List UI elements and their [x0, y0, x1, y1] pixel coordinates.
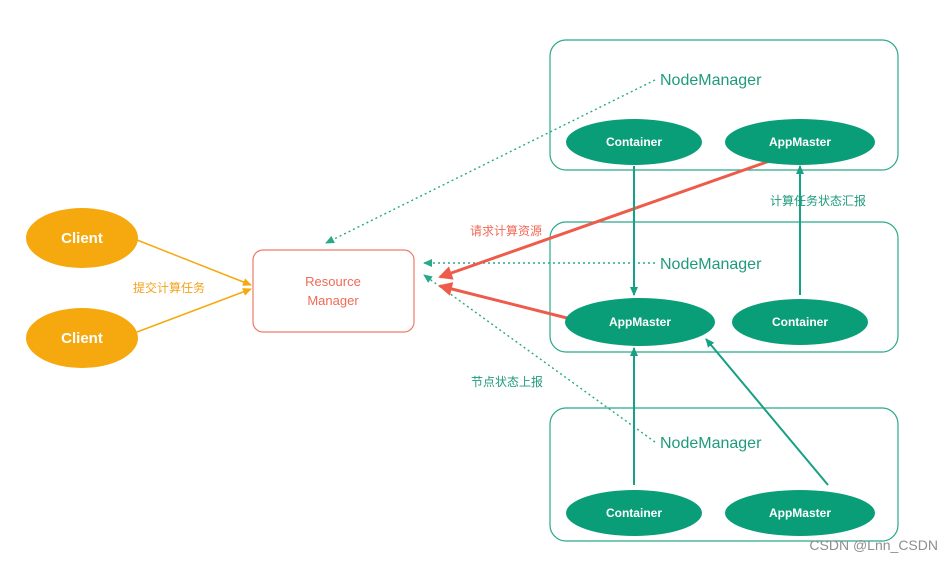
node-1-title: NodeManager	[660, 72, 762, 89]
client-1-node	[26, 208, 138, 268]
node-2-title: NodeManager	[660, 256, 762, 273]
client-1-label: Client	[61, 230, 103, 247]
request-resource-label: 请求计算资源	[470, 223, 542, 238]
client-1-submit-arrow	[136, 239, 252, 286]
node-1-right-process	[725, 119, 875, 165]
client-2-node	[26, 308, 138, 368]
task-status-label: 计算任务状态汇报	[770, 193, 866, 208]
node-2-right-process	[732, 299, 868, 345]
client-2-submit-arrow	[136, 288, 252, 333]
node-1-right-label: AppMaster	[769, 135, 831, 149]
node-2-left-process	[565, 298, 715, 346]
node-1-left-label: Container	[606, 135, 662, 149]
resource-manager-line2: Manager	[307, 293, 359, 308]
appmaster-2-request-arrow	[438, 282, 568, 320]
node-3-right-process	[725, 490, 875, 536]
client-2-label: Client	[61, 330, 103, 347]
node-1-status-arrow	[325, 79, 656, 244]
resource-manager-line1: Resource	[305, 274, 361, 289]
node-2-left-label: AppMaster	[609, 315, 671, 329]
node-3-left-label: Container	[606, 506, 662, 520]
node-3-right-label: AppMaster	[769, 506, 831, 520]
appmaster-1-request-arrow	[438, 156, 779, 280]
node-3-left-process	[566, 490, 702, 536]
submit-task-label: 提交计算任务	[133, 280, 205, 295]
node-1-left-process	[566, 119, 702, 165]
resource-manager-box	[252, 249, 415, 333]
watermark-text: CSDN @Lnn_CSDN	[809, 537, 938, 553]
appmaster-diag-arrow	[705, 338, 829, 486]
node-status-label: 节点状态上报	[471, 374, 543, 389]
node-3-title: NodeManager	[660, 435, 762, 452]
node-2-right-label: Container	[772, 315, 828, 329]
